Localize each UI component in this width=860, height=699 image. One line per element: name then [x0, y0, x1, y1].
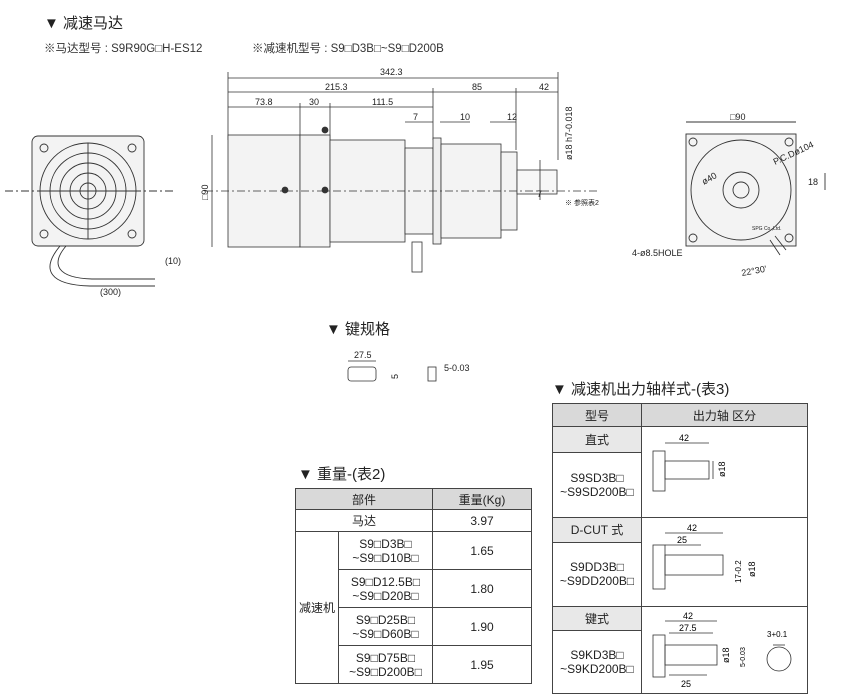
key-h5: 5 — [390, 374, 400, 379]
dim-body: 215.3 — [325, 82, 348, 92]
svg-text:42: 42 — [683, 611, 693, 621]
weight-table: 部件 重量(Kg) 马达 3.97 减速机 S9□D3B□~S9□D10B□ 1… — [295, 488, 532, 684]
shaft-dia: ø18 h7-0.018 — [564, 106, 574, 160]
dim-73-8: 73.8 — [255, 97, 273, 107]
shaft-drawing-straight: 42 ø18 — [641, 426, 808, 518]
table-row: S9KD3B□~S9KD200B□ — [552, 630, 642, 694]
motor-model-note: ※马达型号 : S9R90G□H-ES12 — [44, 43, 203, 55]
svg-text:27.5: 27.5 — [679, 623, 697, 633]
table-row: S9□D12.5B□~S9□D20B□ — [338, 569, 433, 608]
svg-text:ø18: ø18 — [721, 647, 731, 663]
svg-text:ø18: ø18 — [717, 461, 727, 477]
weight-header-kg: 重量(Kg) — [432, 488, 532, 510]
front-18: 18 — [808, 177, 818, 187]
row-weight: 1.80 — [432, 569, 532, 608]
motor-drawing: 342.3 215.3 85 42 73.8 30 111.5 7 10 12 … — [5, 67, 826, 297]
shaft-header-model: 型号 — [552, 403, 642, 427]
dim-42: 42 — [539, 82, 549, 92]
svg-text:42: 42 — [679, 433, 689, 443]
dim-10: 10 — [460, 112, 470, 122]
shaft-type-key: 键式 — [552, 605, 642, 632]
front-hole: 4-ø8.5HOLE — [632, 248, 683, 258]
motor-section-title: ▼ 减速马达 — [44, 15, 124, 32]
weight-header-part: 部件 — [295, 488, 433, 510]
dim-total: 342.3 — [380, 67, 403, 77]
square-90: □90 — [200, 185, 210, 200]
dim-12: 12 — [507, 112, 517, 122]
dim-30: 30 — [309, 97, 319, 107]
key-title: ▼ 键规格 — [326, 321, 391, 338]
shaft-drawing-dcut: 42 25 17-0.2 ø18 — [641, 517, 808, 607]
svg-text:3+0.1: 3+0.1 — [767, 630, 788, 639]
svg-text:17-0.2: 17-0.2 — [734, 559, 743, 582]
row-weight: 1.90 — [432, 607, 532, 646]
table-row: S9□D75B□~S9□D200B□ — [338, 645, 433, 684]
dim-7b: 7 — [537, 189, 542, 199]
svg-text:ø18: ø18 — [747, 561, 757, 577]
front-angle: 22°30' — [741, 264, 768, 278]
shaft-title: ▼ 减速机出力轴样式-(表3) — [552, 381, 730, 398]
cable-10: (10) — [165, 256, 181, 266]
table-row: S9□D25B□~S9□D60B□ — [338, 607, 433, 646]
table-row: S9□D3B□~S9□D10B□ — [338, 531, 433, 570]
gear-model-note: ※减速机型号 : S9□D3B□~S9□D200B — [252, 43, 444, 55]
svg-text:5-0.03: 5-0.03 — [740, 647, 747, 667]
front-square: □90 — [730, 112, 745, 122]
shaft-header-type: 出力轴 区分 — [641, 403, 808, 427]
key-tol: 5-0.03 — [444, 363, 470, 373]
shaft-drawing-key: 42 27.5 25 ø18 5-0.03 3+0.1 — [641, 606, 808, 694]
ref-note: ※ 参照表2 — [565, 198, 599, 207]
motor-label: 马达 — [295, 509, 433, 532]
key-len: 27.5 — [354, 350, 372, 360]
table-row: S9SD3B□~S9SD200B□ — [552, 451, 642, 519]
cable-300: (300) — [100, 287, 121, 297]
shaft-table: 型号 出力轴 区分 直式 42 ø18 S9SD3B□~S9SD200B□ D-… — [552, 403, 808, 694]
row-weight: 1.95 — [432, 645, 532, 684]
svg-text:42: 42 — [687, 523, 697, 533]
front-brand: SPG Co.,Ltd. — [752, 226, 781, 232]
row-weight: 1.65 — [432, 531, 532, 570]
svg-text:25: 25 — [681, 679, 691, 689]
shaft-type-straight: 直式 — [552, 426, 642, 453]
shaft-type-dcut: D-CUT 式 — [552, 517, 642, 543]
key-drawing: 27.5 5 5-0.03 — [347, 350, 470, 382]
dim-7a: 7 — [413, 112, 418, 122]
weight-title: ▼ 重量-(表2) — [298, 466, 386, 483]
svg-text:25: 25 — [677, 535, 687, 545]
reducer-label: 减速机 — [295, 531, 339, 684]
motor-weight: 3.97 — [432, 509, 532, 532]
dim-111-5: 111.5 — [372, 97, 393, 107]
dim-85: 85 — [472, 82, 482, 92]
table-row: S9DD3B□~S9DD200B□ — [552, 541, 642, 608]
